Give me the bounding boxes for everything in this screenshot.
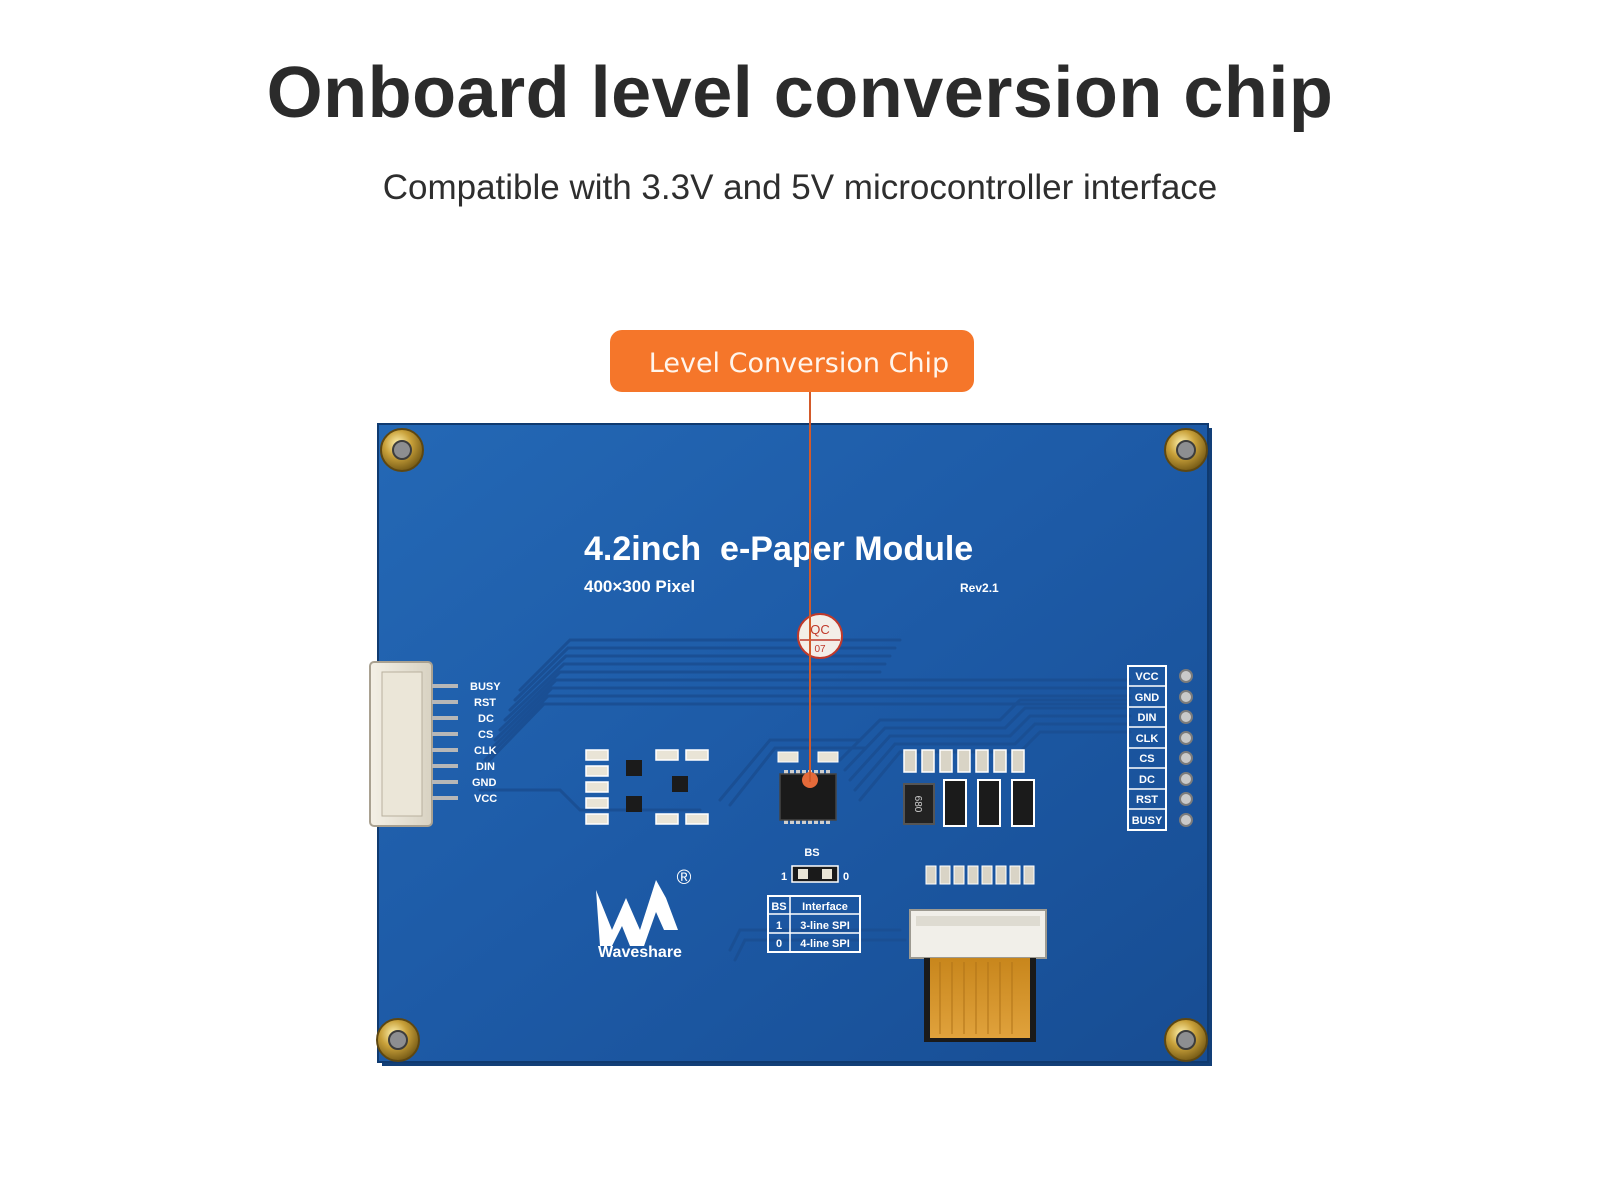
mounting-screw-bottom-left (376, 1018, 420, 1062)
left-pin-label: BUSY (470, 681, 501, 693)
left-pin-labels: BUSY RST DC CS CLK DIN GND VCC (470, 681, 501, 805)
bs-jumper-one: 1 (781, 871, 787, 883)
callout-bubble: Level Conversion Chip (610, 330, 974, 782)
right-pin-pads (1179, 669, 1193, 827)
left-pin-label: VCC (474, 793, 497, 805)
registered-mark: ® (677, 867, 692, 889)
bs-jumper-zero: 0 (843, 871, 849, 883)
mounting-screw-top-right (1164, 428, 1208, 472)
bs-table-cell: 1 (776, 920, 782, 932)
mounting-screw-top-left (380, 428, 424, 472)
left-pin-leads (432, 684, 458, 800)
passive-components-right: 680 (903, 749, 1035, 827)
right-pin-label: RST (1136, 794, 1158, 806)
pcb-board (377, 423, 1212, 1066)
bs-jumper (791, 865, 839, 883)
left-pin-label: CLK (474, 745, 497, 757)
bs-table-cell: 3-line SPI (800, 920, 850, 932)
brand-name: Waveshare (598, 944, 682, 961)
board-resolution: 400×300 Pixel (584, 577, 695, 596)
bs-table-cell: 4-line SPI (800, 938, 850, 950)
bs-interface-table: BS Interface 1 3-line SPI 0 4-line SPI (767, 895, 861, 953)
qc-sticker: QC 07 (797, 613, 843, 659)
right-pin-label: DC (1139, 774, 1155, 786)
qc-sticker-top: QC (810, 622, 830, 637)
left-pin-label: RST (474, 697, 496, 709)
callout-badge (610, 330, 974, 392)
qc-sticker-bottom: 07 (814, 644, 826, 655)
right-pin-label: CS (1139, 753, 1154, 765)
left-pin-label: CS (478, 729, 493, 741)
right-pin-label: CLK (1136, 733, 1159, 745)
left-pin-label: DC (478, 713, 494, 725)
callout-label: Level Conversion Chip (649, 348, 949, 379)
page-title: Onboard level conversion chip (266, 53, 1334, 133)
board-title: 4.2inch e-Paper Module (584, 530, 973, 568)
bs-table-header: BS (771, 901, 786, 913)
bs-table-cell: 0 (776, 938, 782, 950)
right-pin-label: DIN (1138, 712, 1157, 724)
bs-jumper-label: BS (804, 847, 819, 859)
left-pin-label: GND (472, 777, 497, 789)
pcb-traces (478, 638, 1132, 962)
left-pin-header (369, 661, 458, 827)
board-revision: Rev2.1 (960, 581, 999, 595)
right-pin-labels: VCC GND DIN CLK CS DC RST BUSY (1127, 665, 1167, 831)
bs-table-header: Interface (802, 901, 848, 913)
passive-components-left (585, 749, 709, 825)
fpc-connector (909, 865, 1047, 1042)
page-subtitle: Compatible with 3.3V and 5V microcontrol… (382, 168, 1218, 207)
mounting-screw-bottom-right (1164, 1018, 1208, 1062)
right-pin-label: BUSY (1132, 815, 1163, 827)
left-pin-label: DIN (476, 761, 495, 773)
right-pin-label: GND (1135, 692, 1160, 704)
waveshare-logo: ® Waveshare (596, 867, 692, 961)
inductor-mark: 680 (912, 796, 923, 813)
level-conversion-ic (777, 751, 839, 824)
right-pin-label: VCC (1135, 671, 1158, 683)
